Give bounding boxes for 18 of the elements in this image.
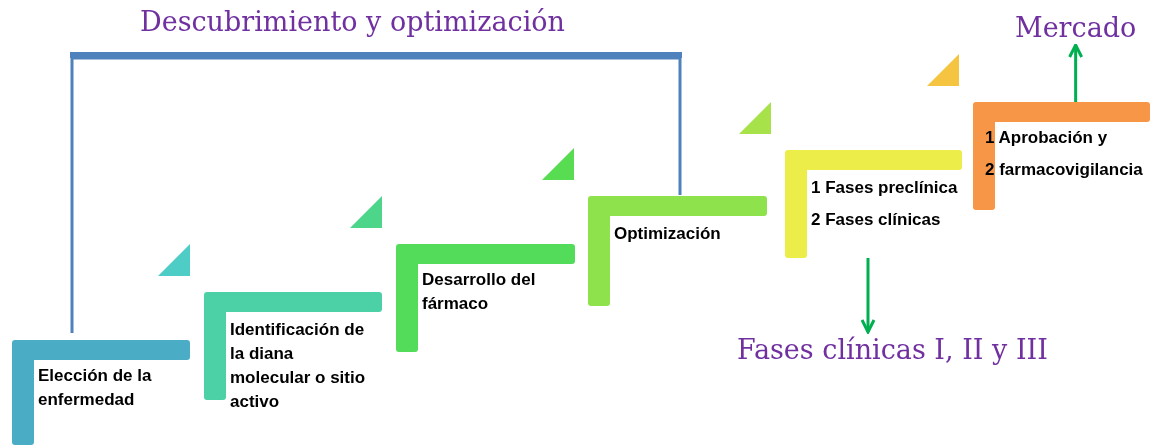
step-shape	[588, 196, 767, 306]
bracket-label: Descubrimiento y optimización	[140, 6, 565, 37]
step-shape	[12, 340, 190, 445]
step-label: 2 Fases clínicas	[811, 209, 942, 231]
step-shape	[396, 244, 575, 354]
step-label: 1 Fases preclínica	[811, 177, 958, 199]
arrow	[1068, 43, 1084, 102]
step-label: 1 Aprobación y	[985, 127, 1109, 149]
step-shape	[973, 102, 1150, 212]
arrow	[860, 258, 876, 334]
stage-heading: Mercado	[1015, 12, 1137, 43]
step-label: Elección de la enfermedad	[38, 365, 153, 411]
step-label: 2 farmacovigilancia	[985, 159, 1144, 181]
stage-heading: Fases clínicas I, II y III	[737, 334, 1048, 365]
step-shape	[785, 150, 962, 258]
step-label: Optimización	[614, 223, 722, 245]
step-label: Identificación de la diana molecular o sitio activo	[230, 319, 367, 413]
step-label: Desarrollo del fármaco	[422, 269, 537, 315]
